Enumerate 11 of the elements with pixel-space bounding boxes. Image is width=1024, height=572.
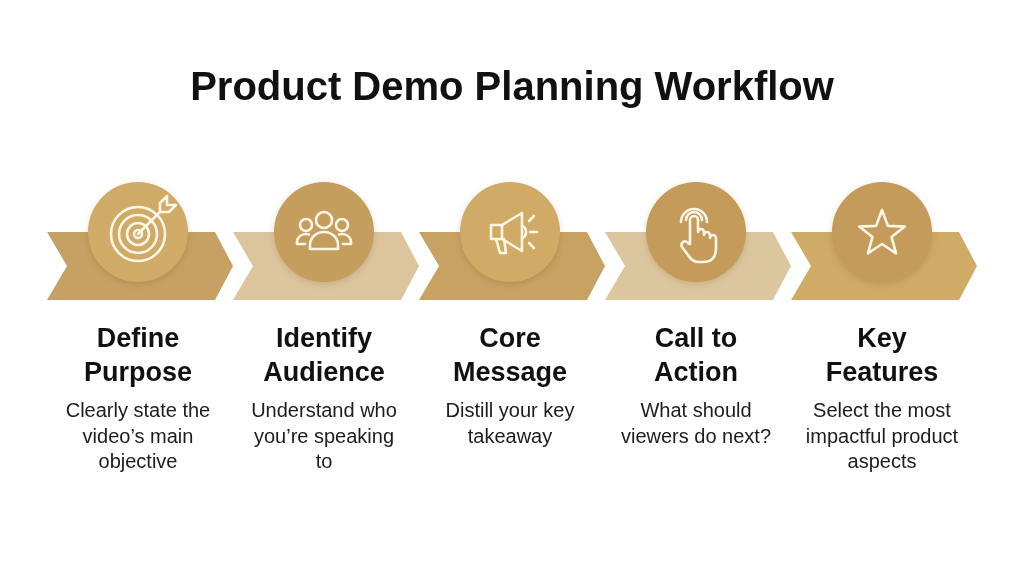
- step-description: Distill your key takeaway: [444, 398, 576, 449]
- step-heading: Key Features: [824, 322, 940, 389]
- step-description: Select the most impactful product aspects: [804, 398, 960, 474]
- step-heading: Call to Action: [653, 322, 739, 389]
- step-heading: Define Purpose: [83, 322, 193, 389]
- step-heading: Identify Audience: [262, 322, 386, 389]
- step-description: Clearly state the video’s main objective: [64, 398, 212, 474]
- step-description: Understand who you’re speaking to: [250, 398, 398, 474]
- diagram-title: Product Demo Planning Workflow: [190, 63, 834, 110]
- step-heading: Core Message: [451, 322, 569, 389]
- step-description: What should viewers do next?: [619, 398, 773, 449]
